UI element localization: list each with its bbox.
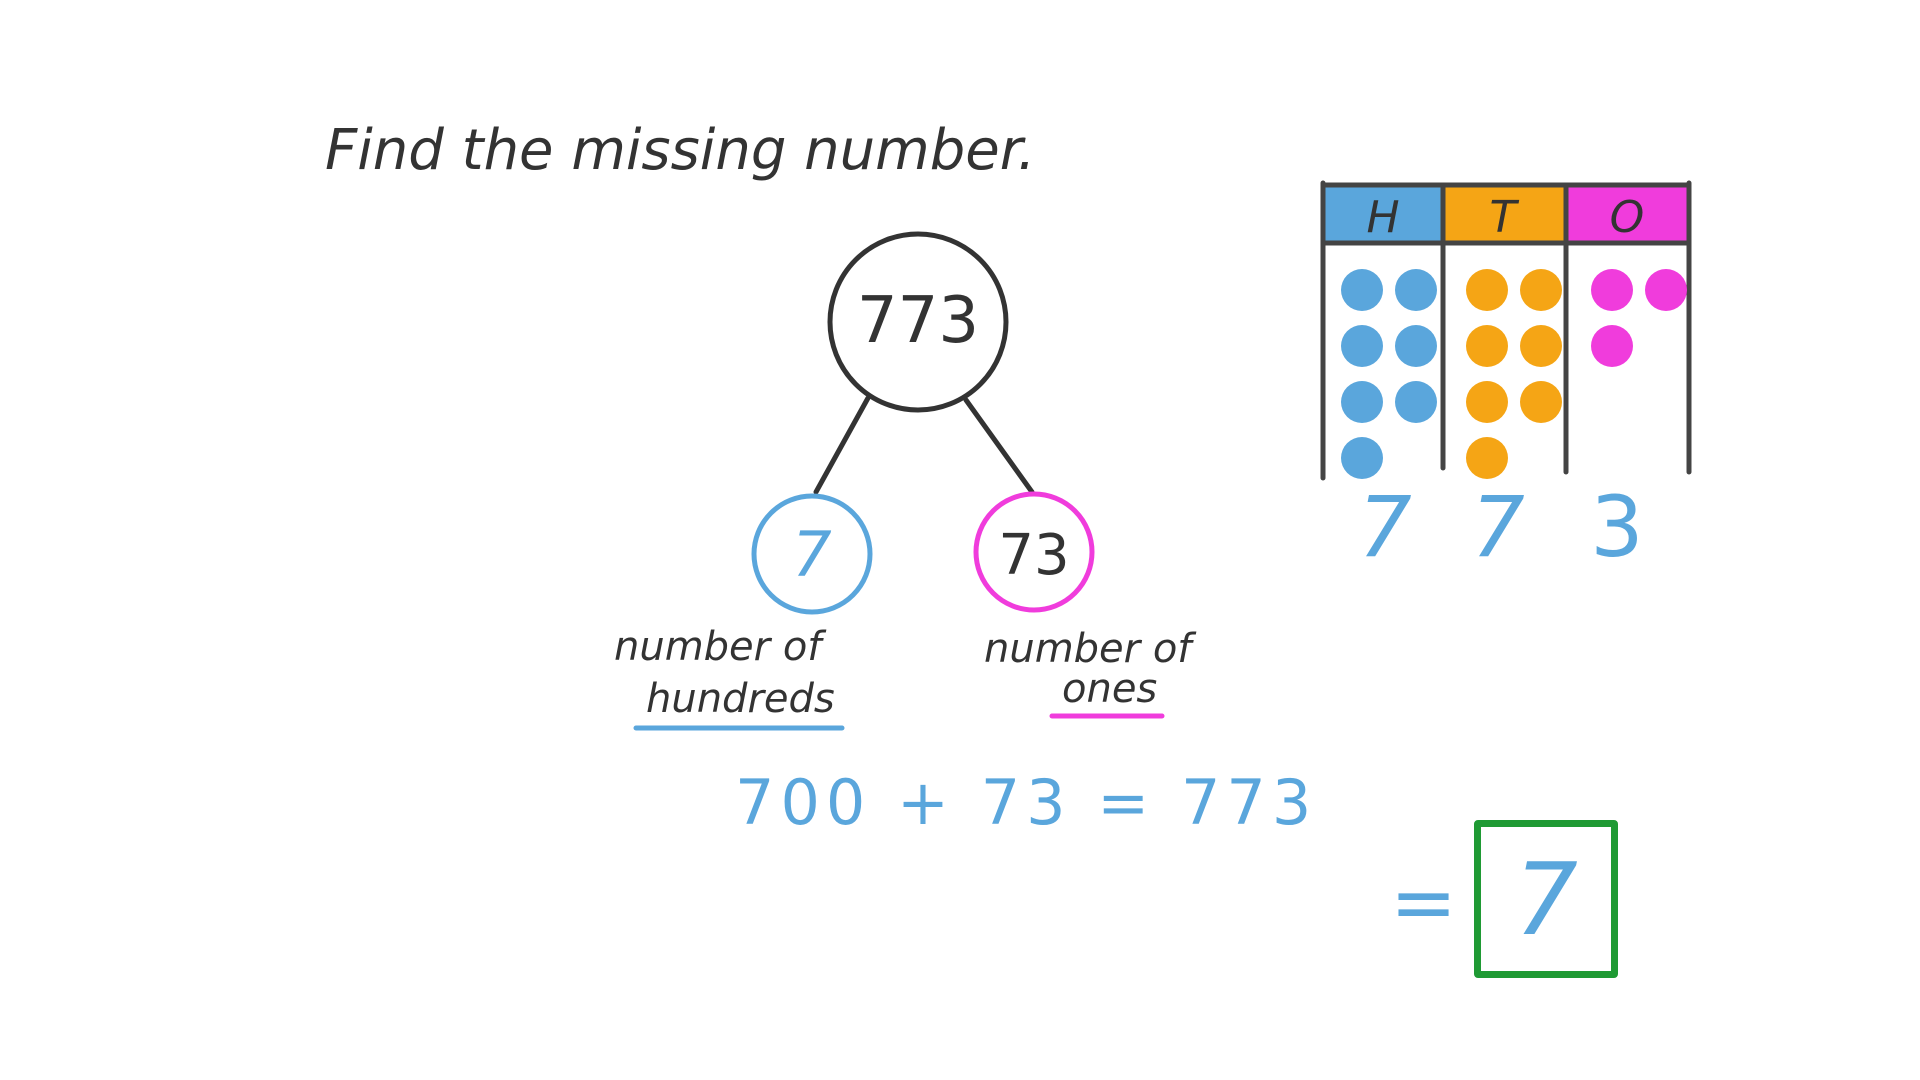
counter-tens: [1466, 269, 1508, 311]
counter-tens: [1520, 269, 1562, 311]
whole-circle: [827, 231, 1009, 413]
header-cell-ones: [1566, 185, 1689, 243]
place-value-table: H T O 7 7 3: [1320, 180, 1692, 576]
whole-number: 773: [857, 284, 979, 358]
digit-ones: 3: [1590, 478, 1643, 576]
answer-box: 7: [1474, 820, 1618, 978]
counter-hundreds: [1341, 325, 1383, 367]
hundreds-label-line1: number of: [614, 624, 827, 670]
hundreds-part-number: 7: [792, 518, 831, 591]
header-cell-tens: [1443, 185, 1566, 243]
counter-hundreds: [1395, 325, 1437, 367]
ones-label-line2: ones: [1062, 666, 1157, 712]
counter-hundreds: [1341, 437, 1383, 479]
tree-branch-left: [813, 395, 871, 495]
counter-hundreds: [1341, 381, 1383, 423]
ones-label-line1: number of: [984, 626, 1197, 672]
answer-equals-sign: =: [1390, 856, 1458, 949]
counter-hundreds: [1395, 381, 1437, 423]
ones-part-circle: [973, 491, 1095, 613]
counter-tens: [1520, 325, 1562, 367]
header-t: T: [1490, 192, 1520, 243]
counter-ones: [1591, 269, 1633, 311]
counter-hundreds: [1395, 269, 1437, 311]
ones-part-number: 73: [998, 523, 1069, 588]
equation: 700 + 73 = 773: [735, 766, 1318, 839]
digit-hundreds: 7: [1358, 478, 1411, 576]
counter-tens: [1466, 325, 1508, 367]
hundreds-label-line2: hundreds: [646, 676, 835, 722]
counter-ones: [1645, 269, 1687, 311]
counter-tens: [1520, 381, 1562, 423]
digit-tens: 7: [1471, 478, 1524, 576]
counter-tens: [1466, 381, 1508, 423]
part-whole-model: 773 7 73: [751, 231, 1095, 615]
answer-value: 7: [1514, 840, 1578, 958]
counter-hundreds: [1341, 269, 1383, 311]
header-cell-hundreds: [1323, 185, 1443, 243]
header-o: O: [1610, 192, 1645, 243]
place-value-counters: [1341, 269, 1687, 479]
tree-branch-right: [963, 397, 1035, 495]
hundreds-part-circle: [751, 493, 873, 615]
counter-tens: [1466, 437, 1508, 479]
question-title: Find the missing number.: [325, 118, 1036, 183]
header-h: H: [1366, 192, 1399, 243]
counter-ones: [1591, 325, 1633, 367]
